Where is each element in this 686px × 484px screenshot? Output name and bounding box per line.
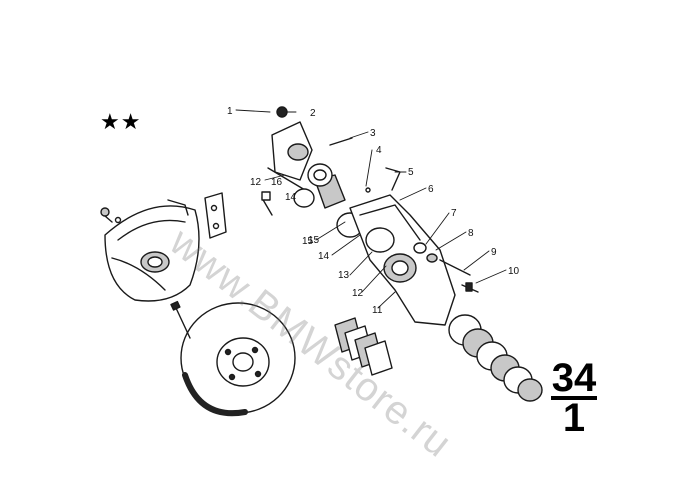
callout-5: 5 [408, 167, 414, 178]
callout-12: 12 [352, 288, 364, 299]
callout-12-upper: 12 [250, 177, 262, 188]
callout-11: 11 [372, 305, 383, 316]
callout-leaders [235, 109, 507, 309]
star-markers: ★★ [100, 110, 142, 135]
callout-1: 1 [227, 106, 233, 117]
callout-3: 3 [370, 128, 376, 139]
callout-4: 4 [376, 145, 382, 156]
outer-seal-stack [448, 314, 543, 402]
callout-6: 6 [428, 184, 434, 195]
group-subnumber: 1 [562, 396, 586, 440]
disc-bolt [170, 191, 273, 339]
brake-pad-set [334, 317, 393, 376]
callout-9: 9 [491, 247, 497, 258]
bleeder-fittings [413, 242, 438, 263]
callout-16: 16 [271, 177, 283, 188]
callout-7: 7 [451, 208, 457, 219]
brake-backing-plate [100, 199, 200, 302]
callout-14: 14 [318, 251, 330, 262]
group-number: 34 [551, 356, 597, 400]
callout-10: 10 [508, 266, 520, 277]
callout-14-upper: 14 [285, 192, 297, 203]
callout-2: 2 [310, 108, 316, 119]
piston-seal-stack [293, 163, 364, 238]
callout-13: 13 [338, 270, 350, 281]
group-divider [551, 396, 597, 400]
caliper-bracket-plate [204, 192, 227, 239]
callout-15-lower: 15 [308, 235, 320, 246]
brake-disc [180, 302, 296, 417]
callout-15: 15 [302, 236, 314, 247]
small-hardware [329, 137, 401, 193]
callout-8: 8 [468, 228, 474, 239]
retaining-pin-bolt [439, 259, 479, 293]
caliper-housing [349, 194, 456, 326]
